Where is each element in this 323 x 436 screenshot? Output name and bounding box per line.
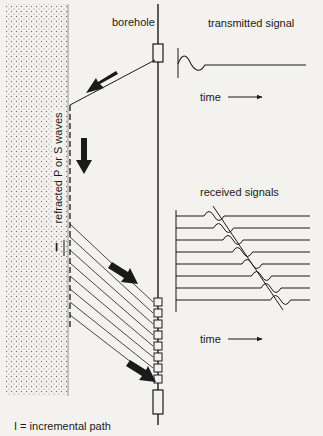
transmitted-waveform xyxy=(178,56,306,70)
time-arrow xyxy=(228,97,262,98)
receiver-rays xyxy=(70,224,153,379)
wave-arrows xyxy=(76,71,156,382)
text-label: borehole xyxy=(112,16,155,29)
text-label: I = incremental path xyxy=(14,420,111,433)
borehole-line xyxy=(157,4,158,425)
incremental-path-mark xyxy=(64,240,65,256)
receive-axis xyxy=(176,210,177,312)
tool-bottom xyxy=(153,390,163,414)
moveout-line xyxy=(213,206,283,310)
incident-ray xyxy=(70,60,155,105)
text-label: received signals xyxy=(200,186,279,199)
formation-rock xyxy=(6,4,68,396)
received-waveforms xyxy=(176,212,310,305)
wave-label: refracted P or S waves xyxy=(52,110,65,225)
text-label: time xyxy=(200,333,221,346)
text-label: time xyxy=(200,91,221,104)
text-label: transmitted signal xyxy=(208,17,294,30)
time-arrow xyxy=(228,339,262,340)
transmitter xyxy=(153,44,163,62)
borehole-wall xyxy=(68,4,69,396)
path-symbol: I xyxy=(55,241,58,254)
receivers xyxy=(154,298,162,383)
refracted-path xyxy=(69,105,70,330)
